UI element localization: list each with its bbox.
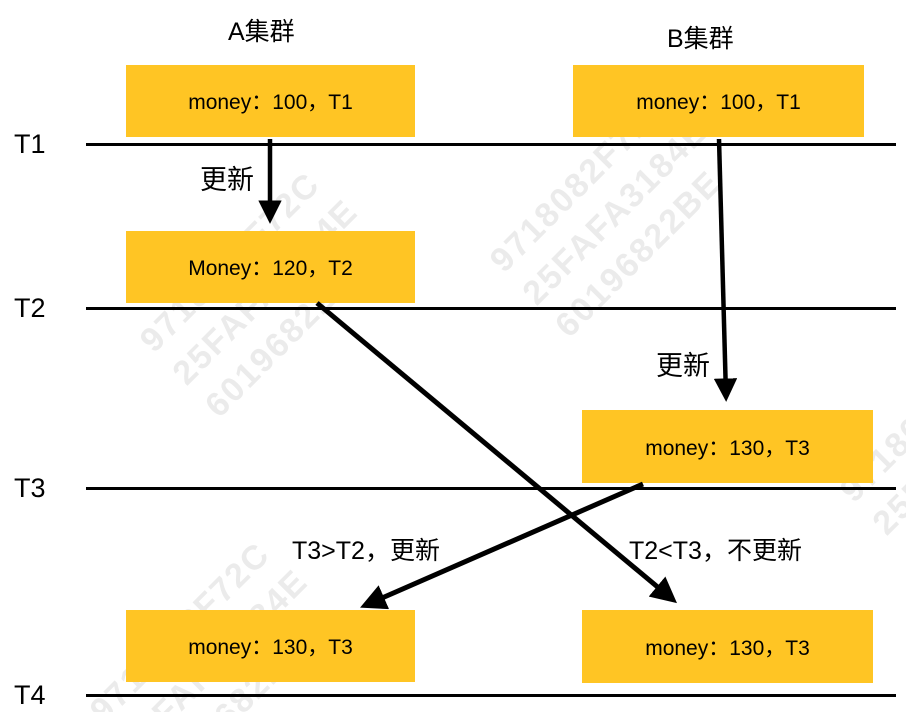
node-b-money130-t3: money：130，T3 [582,410,873,483]
timeline-label-t3: T3 [14,473,46,503]
node-a-money130-t4: money：130，T3 [126,610,415,682]
node-text: Money：120，T2 [188,257,353,280]
node-a-money120-t2: Money：120，T2 [126,231,415,303]
label-sync-to-b: T2<T3，不更新 [629,537,802,565]
node-text: money：100，T1 [188,91,353,114]
watermark: 9718082F72C 25FAFA3184E 60196822BE [430,707,701,712]
timeline-line-t2 [86,307,896,310]
label-sync-to-a: T3>T2，更新 [292,537,440,565]
node-a-money100-t1: money：100，T1 [126,65,415,137]
node-text: money：130，T3 [188,636,353,659]
label-update-a: 更新 [200,165,254,195]
label-update-b: 更新 [656,351,710,381]
node-b-money100-t1: money：100，T1 [573,65,864,137]
timeline-label-t1: T1 [14,129,46,159]
cluster-a-title: A集群 [228,18,295,46]
timeline-line-t1 [86,143,896,146]
cluster-b-title: B集群 [667,25,734,53]
timeline-line-t4 [86,694,896,697]
timeline-label-t4: T4 [14,680,46,710]
node-text: money：130，T3 [645,436,810,460]
timeline-line-t3 [86,487,896,490]
node-text: money：130，T3 [645,636,810,660]
node-text: money：100，T1 [636,91,801,114]
node-b-money130-t4: money：130，T3 [582,610,873,683]
timeline-label-t2: T2 [14,293,46,323]
